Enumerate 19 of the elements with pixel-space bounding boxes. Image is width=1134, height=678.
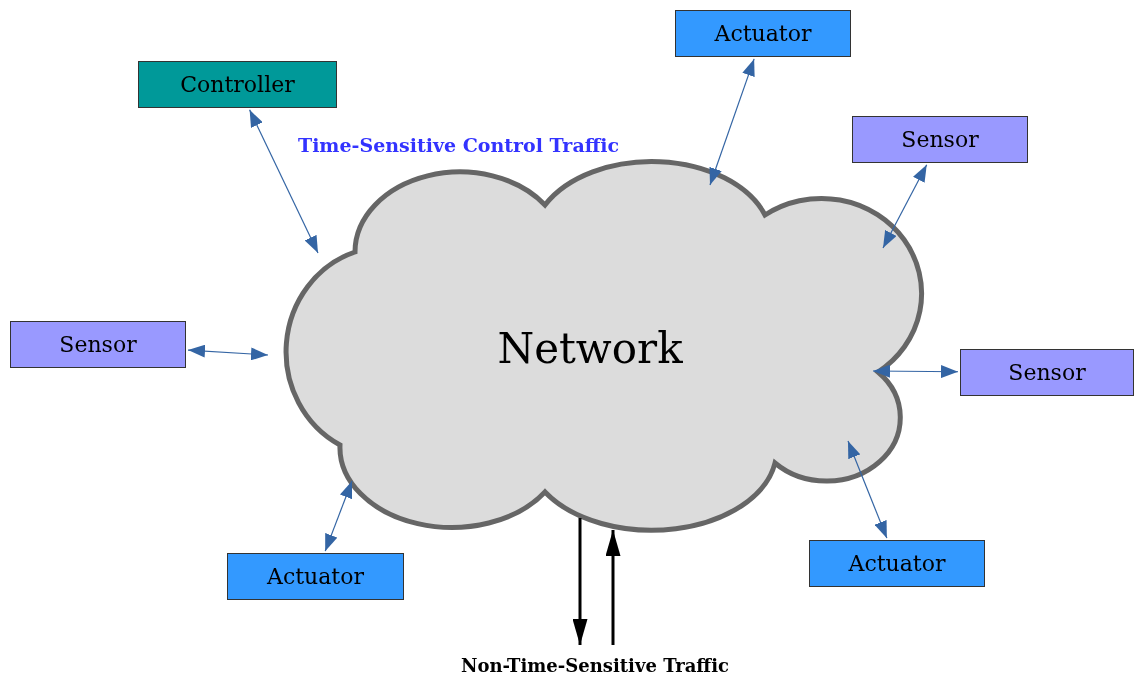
traffic-label: Time-Sensitive Control Traffic — [298, 134, 620, 156]
sensor-box: Sensor — [10, 321, 186, 368]
actuator-box: Actuator — [227, 553, 404, 600]
actuator-box: Actuator — [809, 540, 985, 587]
sensor-box: Sensor — [960, 349, 1134, 396]
sensor-box: Sensor — [852, 116, 1028, 163]
arrow — [882, 164, 928, 249]
actuator-box: Actuator — [675, 10, 851, 57]
arrow — [187, 344, 269, 361]
arrow — [872, 364, 959, 379]
arrow — [846, 440, 889, 539]
arrow — [323, 480, 354, 552]
traffic-label: Non-Time-Sensitive Traffic — [461, 654, 729, 676]
network-label: Network — [497, 324, 683, 373]
controller-box: Controller — [138, 61, 337, 108]
arrow — [249, 109, 319, 254]
arrow — [572, 518, 588, 645]
arrow — [708, 58, 756, 186]
arrow — [605, 530, 621, 645]
